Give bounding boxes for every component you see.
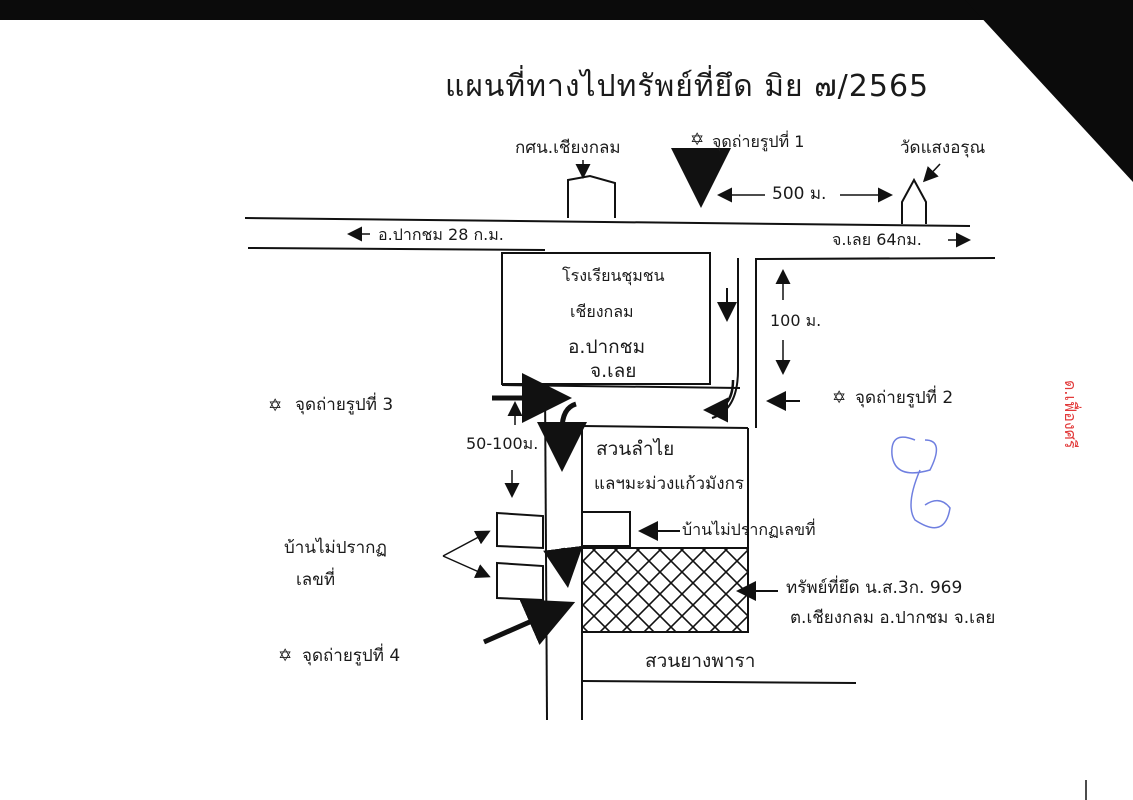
- photo-point-3-label: จุดถ่ายรูปที่ 3: [295, 395, 394, 415]
- cross-road-lower: [581, 425, 749, 429]
- garden-1-line-1: สวนลำไย: [596, 438, 675, 460]
- side-road-turn-arrow: [703, 379, 735, 423]
- photo-point-4-label: จุดถ่ายรูปที่ 4: [302, 646, 401, 666]
- office-building: [567, 174, 616, 218]
- lane-left-edge: [544, 384, 548, 721]
- scan-corner: [965, 0, 1133, 182]
- photo-point-1-star-icon: ✡: [690, 130, 705, 150]
- blue-scribble: [891, 436, 951, 529]
- office-label: กศน.เชียงกลม: [515, 138, 621, 158]
- main-road-top-edge: [244, 217, 971, 227]
- to-loei-label: จ.เลย 64กม.: [832, 230, 922, 249]
- map-title: แผนที่ทางไปทรัพย์ที่ยึด มิย ๗/2565: [445, 69, 930, 104]
- house-left-pointer-bottom: [442, 555, 491, 578]
- house-right-label: บ้านไม่ปรากฏเลขที่: [682, 520, 816, 539]
- house-left-pointer-top: [442, 530, 491, 557]
- garden-1-line-2: แลฯมะม่วงแก้วมังกร: [594, 474, 745, 494]
- main-road-bottom-edge-right: [754, 257, 996, 260]
- temple-shape: [901, 177, 927, 224]
- lane-bend-arrow: [537, 401, 587, 472]
- temple-label: วัดแสงอรุณ: [900, 138, 986, 158]
- margin-note: ด.เฟื่องศรี: [1061, 380, 1080, 449]
- garden-2-bottom-edge: [581, 680, 857, 684]
- school-district: อ.ปากชม: [568, 336, 646, 358]
- distance-500-label: 500 ม.: [772, 184, 827, 204]
- house-left-label-line-1: บ้านไม่ปรากฏ: [284, 538, 387, 558]
- seized-property-label-line-1: ทรัพย์ที่ยึด น.ส.3ก. 969: [786, 578, 963, 598]
- scan-border: [0, 0, 1133, 20]
- side-road-left-edge: [711, 258, 739, 419]
- photo-point-2-label: จุดถ่ายรูปที่ 2: [855, 388, 954, 408]
- main-road-bottom-edge-left: [247, 247, 546, 251]
- house-right: [581, 511, 631, 547]
- temple-pointer: [922, 163, 941, 183]
- distance-100-label: 100 ม.: [770, 311, 822, 330]
- photo-point-1-label: จุดถ่ายรูปที่ 1: [712, 132, 805, 151]
- lane-down-arrow: [543, 545, 583, 588]
- photo-point-4-arrow: [482, 599, 576, 645]
- house-left-label-line-2: เลขที่: [296, 570, 336, 590]
- distance-50-100-label: 50-100ม.: [466, 434, 539, 453]
- house-left-top: [496, 511, 544, 550]
- photo-point-2-star-icon: ✡: [832, 388, 847, 408]
- school-name-line-1: โรงเรียนชุมชน: [562, 266, 665, 285]
- seized-property-plot: [581, 547, 749, 633]
- seized-property-label-line-2: ต.เชียงกลม อ.ปากชม จ.เลย: [790, 608, 996, 628]
- school-province: จ.เลย: [590, 360, 637, 382]
- cross-road-bottom: [501, 384, 741, 389]
- garden-2-label: สวนยางพารา: [645, 650, 756, 672]
- photo-point-3-star-icon: ✡: [268, 396, 283, 416]
- school-name-line-2: เชียงกลม: [570, 302, 634, 321]
- to-pak-chom-label: อ.ปากชม 28 ก.ม.: [378, 225, 504, 244]
- school-building: [501, 252, 711, 385]
- house-left-bottom: [496, 561, 544, 602]
- photo-point-4-star-icon: ✡: [278, 646, 293, 666]
